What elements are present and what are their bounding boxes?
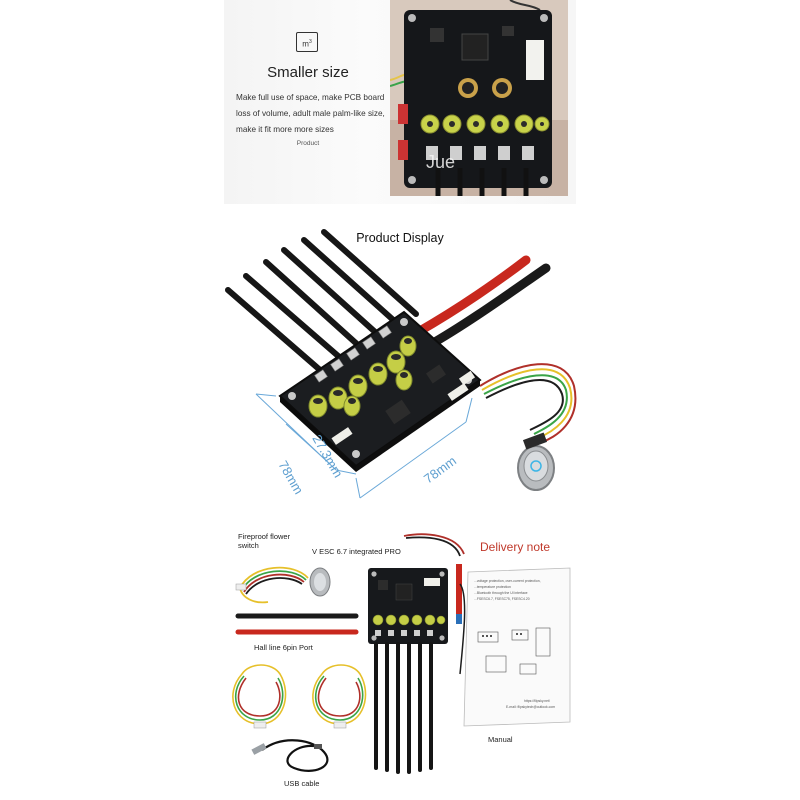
smaller-size-panel: m3 Smaller size Make full use of space, …: [224, 0, 576, 204]
switch-label-line1: Fireproof flower: [238, 532, 291, 541]
smaller-size-title: Smaller size: [267, 64, 349, 81]
svg-text:...Bluetooth through the UI in: ...Bluetooth through the UI interface: [474, 591, 528, 595]
manual-label: Manual: [488, 735, 513, 744]
cube-volume-icon: m3: [296, 32, 318, 52]
delivery-contents-illustration: Fireproof flower switch V ESC 6.7 integr…: [232, 532, 571, 788]
svg-text:E-mail: flipskytech@outlook.co: E-mail: flipskytech@outlook.com: [506, 705, 555, 709]
product-display-illustration: 78mm 27.3mm 78mm: [225, 229, 577, 499]
svg-text:...voltage protection, over-cu: ...voltage protection, over-current prot…: [474, 579, 541, 583]
hall-line-label: Hall line 6pin Port: [254, 643, 314, 652]
smaller-size-description: Make full use of space, make PCB board l…: [236, 93, 385, 134]
board-watermark: Jue: [426, 152, 455, 172]
switch-label-line2: switch: [238, 541, 259, 550]
delivery-note-title: Delivery note: [480, 540, 550, 554]
svg-text:...temperature protection: ...temperature protection: [474, 585, 511, 589]
product-display-title: Product Display: [356, 231, 444, 245]
esc-label: V ESC 6.7 integrated PRO: [312, 547, 401, 556]
svg-text:...FSESC6.7, FSESC75, FSESC4.2: ...FSESC6.7, FSESC75, FSESC4.20: [474, 597, 530, 601]
product-caption: Product: [296, 140, 320, 147]
dimension-width-label: 78mm: [275, 458, 306, 497]
dimension-length-label: 78mm: [421, 453, 459, 486]
manual-booklet: ...voltage protection, over-current prot…: [463, 567, 571, 727]
board-in-hand-photo: Jue: [390, 0, 568, 196]
usb-cable-label: USB cable: [284, 779, 319, 788]
svg-text:https://flipsky.net/: https://flipsky.net/: [524, 699, 550, 703]
